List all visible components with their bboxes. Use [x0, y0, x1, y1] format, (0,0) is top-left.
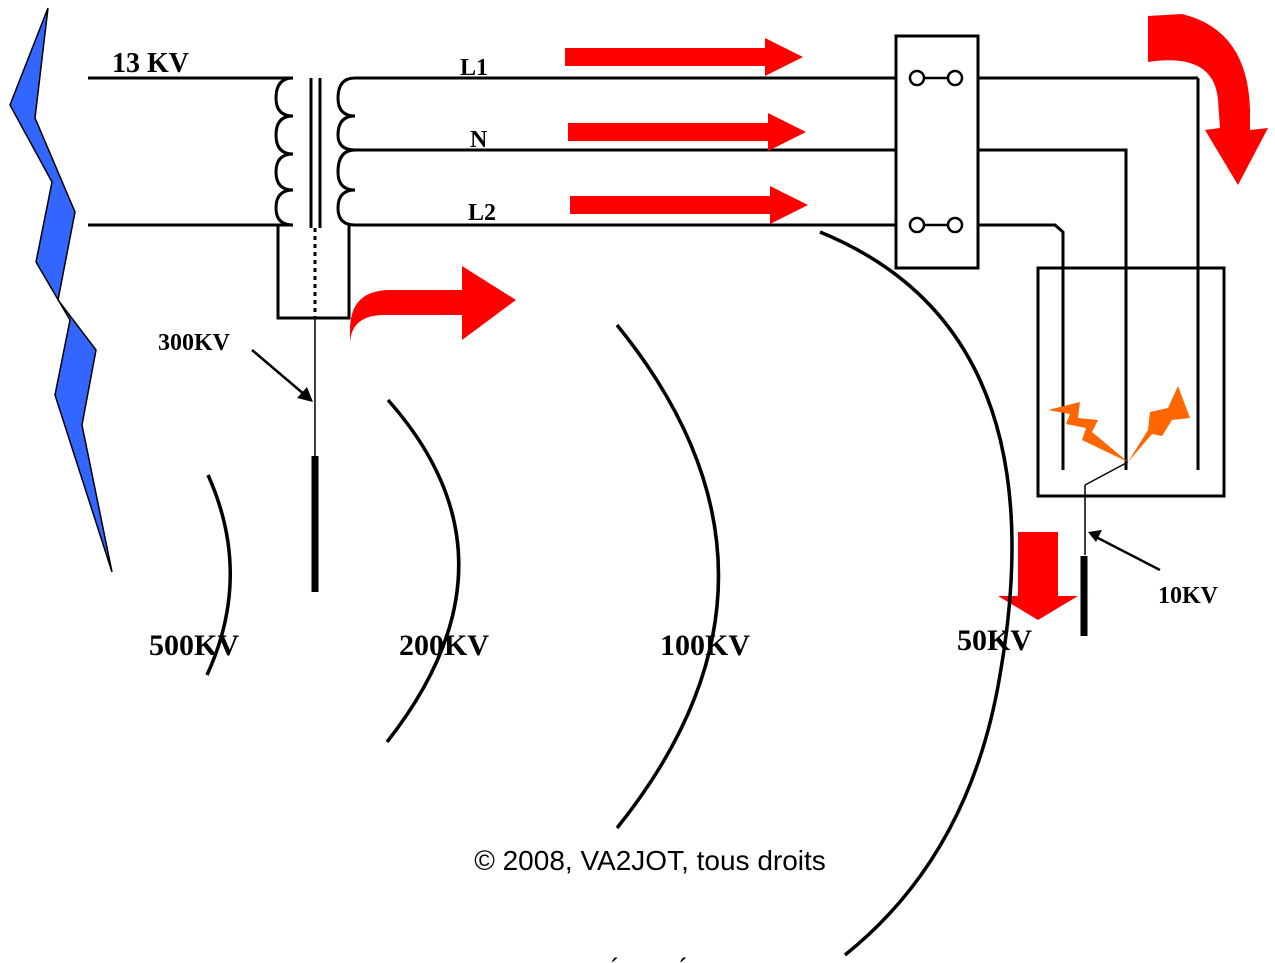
label-200kv: 200KV	[399, 629, 489, 662]
curved-arrow-icon	[350, 266, 516, 400]
ring-500kv	[205, 474, 232, 676]
copyright-line2: réservés	[596, 953, 703, 963]
label-l1: L1	[460, 55, 488, 81]
appliance-box	[1036, 266, 1226, 498]
label-n: N	[470, 127, 488, 153]
ring-200kv	[385, 398, 461, 744]
label-13kv: 13 KV	[112, 48, 189, 79]
label-500kv: 500KV	[149, 629, 239, 662]
arrow-right-icon	[570, 186, 808, 224]
line-n	[355, 148, 1128, 470]
arrow-down-icon	[998, 532, 1078, 620]
spark-icon	[1128, 386, 1190, 462]
arrow-right-icon	[565, 38, 803, 76]
curved-arrow-icon	[1148, 14, 1268, 185]
fuse-l1	[908, 69, 964, 87]
arrow-right-icon	[568, 113, 806, 151]
pointer-300kv	[251, 349, 313, 402]
label-100kv: 100KV	[660, 629, 750, 662]
line-l2	[355, 223, 1065, 470]
label-l2: L2	[468, 200, 496, 226]
label-10kv: 10KV	[1158, 583, 1219, 609]
transformer-icon	[274, 76, 356, 320]
lightning-bolt-icon	[9, 7, 113, 573]
label-300kv: 300KV	[158, 330, 231, 356]
meter-box	[894, 34, 980, 270]
copyright-line1: © 2008, VA2JOT, tous droits	[474, 845, 826, 876]
potential-rings	[205, 230, 1014, 957]
secondary-lines	[355, 76, 1200, 470]
fuse-l2	[908, 216, 964, 234]
ring-100kv	[615, 323, 721, 830]
label-50kv: 50KV	[957, 624, 1032, 657]
pointer-10kv	[1088, 530, 1161, 572]
ring-50kv	[819, 230, 1014, 957]
spark-icon	[1048, 402, 1128, 462]
